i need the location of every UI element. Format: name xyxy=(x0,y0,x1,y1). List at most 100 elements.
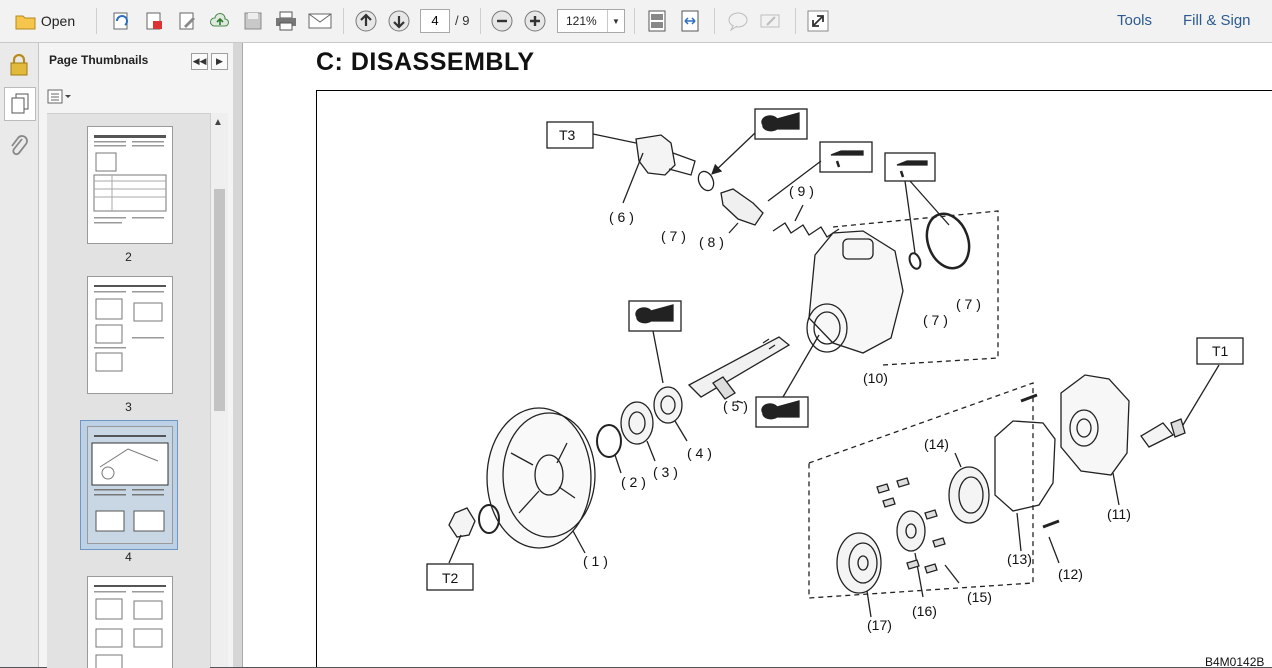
part-label-4: ( 4 ) xyxy=(687,445,712,461)
collapse-panel-icon[interactable]: ◀◀ xyxy=(191,53,208,70)
paperclip-icon xyxy=(11,135,28,156)
edit-pdf-button[interactable] xyxy=(174,8,200,34)
export-pdf-icon xyxy=(146,12,162,30)
comment-icon xyxy=(728,12,748,31)
print-button[interactable] xyxy=(272,8,300,34)
highlight-icon xyxy=(760,14,780,28)
thumbnail-page-5[interactable] xyxy=(87,576,173,668)
thumbnail-page-3[interactable] xyxy=(87,276,173,394)
thumbnail-scrollbar[interactable]: ▲ xyxy=(210,113,228,667)
open-button[interactable]: Open xyxy=(8,8,82,34)
envelope-icon xyxy=(308,13,332,29)
main-toolbar: Open 4 / 9 121% ▼ xyxy=(0,0,1272,43)
comment-button[interactable] xyxy=(725,8,751,34)
navigation-rail xyxy=(0,43,39,667)
toolbar-divider xyxy=(714,8,715,34)
zoom-value: 121% xyxy=(566,14,597,28)
lock-icon xyxy=(10,54,28,76)
options-menu-button[interactable] xyxy=(47,88,73,105)
part-label-7b: ( 7 ) xyxy=(923,312,948,328)
next-page-button[interactable] xyxy=(386,8,412,34)
thumbnail-page-4[interactable] xyxy=(87,426,173,544)
tool-label-t1: T1 xyxy=(1212,343,1229,359)
highlight-button[interactable] xyxy=(757,8,783,34)
fill-sign-link[interactable]: Fill & Sign xyxy=(1183,12,1251,29)
fit-width-icon xyxy=(681,10,699,32)
folder-icon xyxy=(15,15,36,30)
page-number-input[interactable]: 4 xyxy=(420,9,450,33)
minus-circle-icon xyxy=(491,10,513,32)
save-icon xyxy=(244,12,262,30)
document-page: C: DISASSEMBLY xyxy=(243,43,1272,667)
part-label-5: ( 5 ) xyxy=(723,398,748,414)
printer-icon xyxy=(276,11,296,31)
tool-label-t1-box xyxy=(1196,337,1244,365)
thumbnail-image xyxy=(88,427,172,543)
toolbar-divider xyxy=(343,8,344,34)
cloud-upload-icon xyxy=(210,12,229,27)
zoom-in-button[interactable] xyxy=(522,8,548,34)
thumbnail-label: 2 xyxy=(125,250,132,264)
part-label-14: (14) xyxy=(924,436,949,452)
part-label-3: ( 3 ) xyxy=(653,464,678,480)
thumbnails-panel: Page Thumbnails ◀◀ ▶ 2 3 xyxy=(39,43,234,668)
tool-label-t3-box xyxy=(546,121,594,149)
part-label-1: ( 1 ) xyxy=(583,553,608,569)
fit-page-button[interactable] xyxy=(644,8,670,34)
security-button[interactable] xyxy=(4,49,34,81)
save-button[interactable] xyxy=(240,8,266,34)
export-pdf-button[interactable] xyxy=(141,8,167,34)
part-label-7: ( 7 ) xyxy=(661,228,686,244)
chevron-right-icon[interactable]: ▶ xyxy=(211,53,228,70)
arrow-down-circle-icon xyxy=(388,10,410,32)
pages-icon xyxy=(11,93,29,114)
figure-frame xyxy=(316,90,1272,667)
expand-button[interactable] xyxy=(805,8,831,34)
create-pdf-button[interactable] xyxy=(108,8,134,34)
exploded-diagram: T3 T2 T1 ( 1 ) ( 2 ) ( 3 ) ( 4 ) ( 5 ) (… xyxy=(426,108,1244,633)
upload-button[interactable] xyxy=(207,8,233,34)
scrollbar-thumb[interactable] xyxy=(214,189,225,411)
part-label-2: ( 2 ) xyxy=(621,474,646,490)
toolbar-divider xyxy=(480,8,481,34)
chevron-down-icon[interactable]: ▼ xyxy=(607,10,624,32)
part-label-13: (13) xyxy=(1007,551,1032,567)
tools-link[interactable]: Tools xyxy=(1117,12,1153,29)
options-icon xyxy=(47,89,71,104)
plus-circle-icon xyxy=(524,10,546,32)
zoom-select[interactable]: 121% ▼ xyxy=(557,9,625,33)
toolbar-divider xyxy=(795,8,796,34)
thumbnail-label: 4 xyxy=(125,550,132,564)
fit-width-button[interactable] xyxy=(677,8,703,34)
arrow-up-circle-icon xyxy=(355,10,377,32)
part-label-6: ( 6 ) xyxy=(609,209,634,225)
scroll-up-icon[interactable]: ▲ xyxy=(213,117,223,128)
create-pdf-icon xyxy=(113,12,128,30)
part-label-17: (17) xyxy=(867,617,892,633)
part-label-12: (12) xyxy=(1058,566,1083,582)
panel-splitter[interactable] xyxy=(233,43,243,667)
thumbnail-image xyxy=(94,585,166,668)
thumbnail-label: 3 xyxy=(125,400,132,414)
thumbnail-page-2[interactable] xyxy=(87,126,173,244)
tool-label-t2-box xyxy=(426,563,474,591)
page-heading: C: DISASSEMBLY xyxy=(316,48,535,76)
thumbnail-list[interactable]: 2 3 4 xyxy=(47,113,210,668)
attachments-button[interactable] xyxy=(4,131,34,163)
thumbnail-image xyxy=(93,135,167,224)
part-label-16: (16) xyxy=(912,603,937,619)
zoom-out-button[interactable] xyxy=(489,8,515,34)
email-button[interactable] xyxy=(306,8,334,34)
page-thumbnails-button[interactable] xyxy=(4,87,36,121)
page-total: / 9 xyxy=(455,13,470,28)
part-label-11: (11) xyxy=(1107,506,1131,522)
part-label-10: (10) xyxy=(863,370,888,386)
previous-page-button[interactable] xyxy=(353,8,379,34)
expand-icon xyxy=(807,10,829,32)
part-label-15: (15) xyxy=(967,589,992,605)
part-label-9: ( 9 ) xyxy=(789,183,814,199)
part-label-7c: ( 7 ) xyxy=(956,296,981,312)
fit-page-icon xyxy=(648,10,666,32)
tool-label-t2: T2 xyxy=(442,570,459,586)
open-label: Open xyxy=(40,13,76,29)
